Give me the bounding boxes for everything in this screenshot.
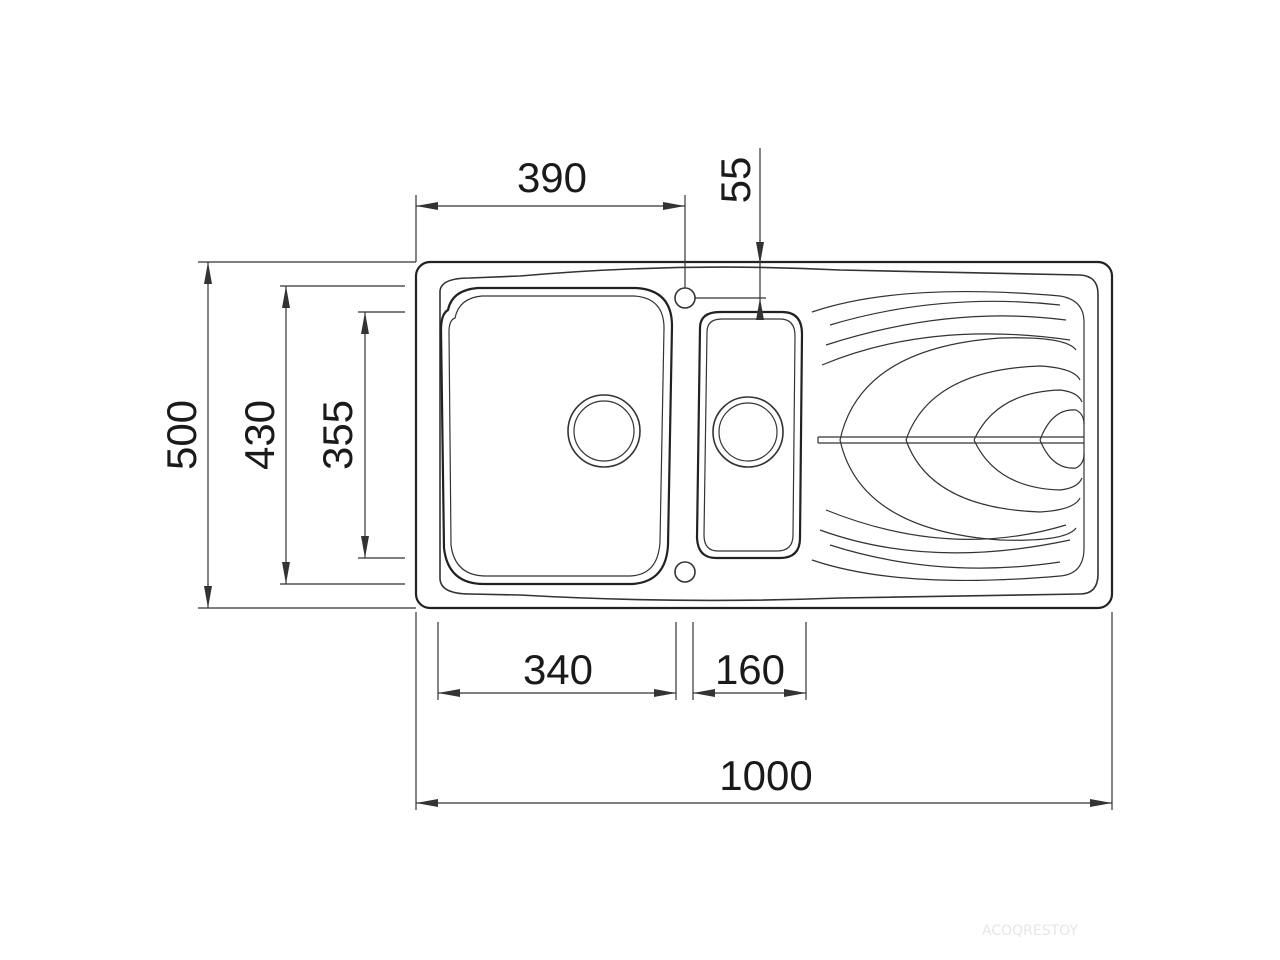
dimension-lines bbox=[198, 148, 1113, 810]
sink-outline bbox=[414, 260, 1114, 610]
dim-label-430: 430 bbox=[236, 400, 283, 470]
small-bowl bbox=[695, 310, 804, 560]
dim-label-390: 390 bbox=[517, 154, 587, 201]
small-bowl-drain bbox=[712, 396, 784, 468]
dim-label-355: 355 bbox=[314, 400, 361, 470]
dim-label-340: 340 bbox=[523, 646, 593, 693]
tap-hole bbox=[674, 287, 696, 309]
dim-label-500: 500 bbox=[158, 400, 205, 470]
main-bowl bbox=[439, 286, 674, 586]
watermark: ACOQRESTOY bbox=[982, 923, 1078, 939]
sink-body bbox=[414, 260, 1114, 610]
dim-label-160: 160 bbox=[715, 646, 785, 693]
overflow-hole bbox=[674, 561, 696, 583]
drainer-board bbox=[811, 290, 1085, 582]
dim-label-1000: 1000 bbox=[719, 752, 812, 799]
dim-label-55: 55 bbox=[712, 157, 759, 204]
main-bowl-drain bbox=[567, 394, 641, 468]
sink-inner-rim bbox=[439, 266, 1099, 602]
